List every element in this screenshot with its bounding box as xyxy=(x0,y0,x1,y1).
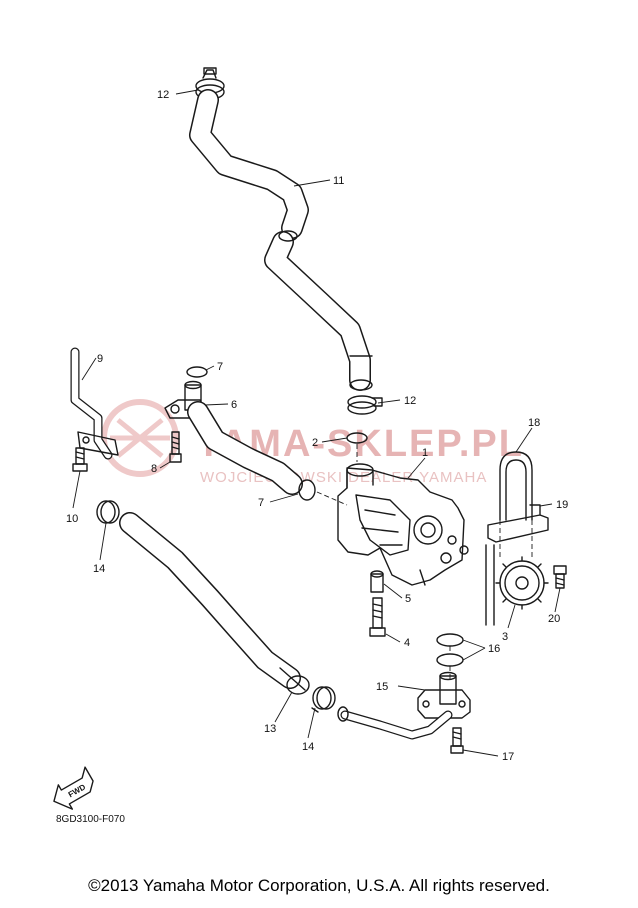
callout-17: 17 xyxy=(502,751,514,763)
copyright-notice: ©2013 Yamaha Motor Corporation, U.S.A. A… xyxy=(88,876,550,895)
part-17-bolt xyxy=(450,727,464,754)
part-3-drive-sprocket xyxy=(495,556,549,610)
callout-4: 4 xyxy=(404,637,410,649)
callout-7-top: 7 xyxy=(217,361,223,373)
part-15-oil-pipe xyxy=(337,706,453,740)
part-14-hose-clamp-right xyxy=(311,686,336,713)
part-5-dowel-pin xyxy=(370,570,384,593)
part-1-oil-pump-assembly xyxy=(337,463,469,586)
fwd-arrow-icon: FWD xyxy=(53,766,94,810)
callout-13: 13 xyxy=(264,723,276,735)
part-10-bolt xyxy=(72,447,88,472)
diagram-code: 8GD3100-F070 xyxy=(56,814,125,825)
callout-14-right: 14 xyxy=(302,741,314,753)
callout-11: 11 xyxy=(333,175,344,187)
callout-6: 6 xyxy=(231,399,237,411)
part-13-oil-hose xyxy=(119,512,310,695)
part-8-bolt xyxy=(169,431,182,463)
callout-20: 20 xyxy=(548,613,560,625)
part-9-breather-pipe xyxy=(70,347,119,460)
callout-3: 3 xyxy=(502,631,508,643)
watermark-logo-icon xyxy=(101,399,179,477)
callout-12-lower: 12 xyxy=(404,395,416,407)
part-20-bolt xyxy=(553,565,567,589)
part-15-pipe-flange xyxy=(417,671,471,719)
part-19-chain-guide xyxy=(487,504,549,543)
callout-2: 2 xyxy=(312,437,318,449)
part-14-hose-clamp-left xyxy=(96,500,120,524)
callout-12-top: 12 xyxy=(157,89,169,101)
callout-1: 1 xyxy=(422,447,428,459)
callout-14-left: 14 xyxy=(93,563,105,575)
callout-7-lower: 7 xyxy=(258,497,264,509)
callout-5: 5 xyxy=(405,593,411,605)
part-12-hose-clamp-lower xyxy=(347,395,383,415)
callout-18: 18 xyxy=(528,417,540,429)
part-7-o-ring-lower xyxy=(298,479,316,501)
callout-19: 19 xyxy=(556,499,568,511)
leader-lines xyxy=(72,89,561,757)
callout-10: 10 xyxy=(66,513,78,525)
callout-15: 15 xyxy=(376,681,388,693)
part-7-o-ring-top xyxy=(186,366,208,378)
part-11-breather-hose xyxy=(189,89,373,391)
callout-8: 8 xyxy=(151,463,157,475)
callout-numbers: 12 11 7 6 2 12 1 7 8 9 10 14 5 4 16 15 1… xyxy=(66,89,568,763)
watermark-sub: WOJCIECHOWSKI DEALER YAMAHA xyxy=(200,469,487,486)
callout-16: 16 xyxy=(488,643,500,655)
callout-9: 9 xyxy=(97,353,103,365)
part-4-bolt xyxy=(369,597,386,637)
part-6-oil-hose xyxy=(164,380,303,495)
